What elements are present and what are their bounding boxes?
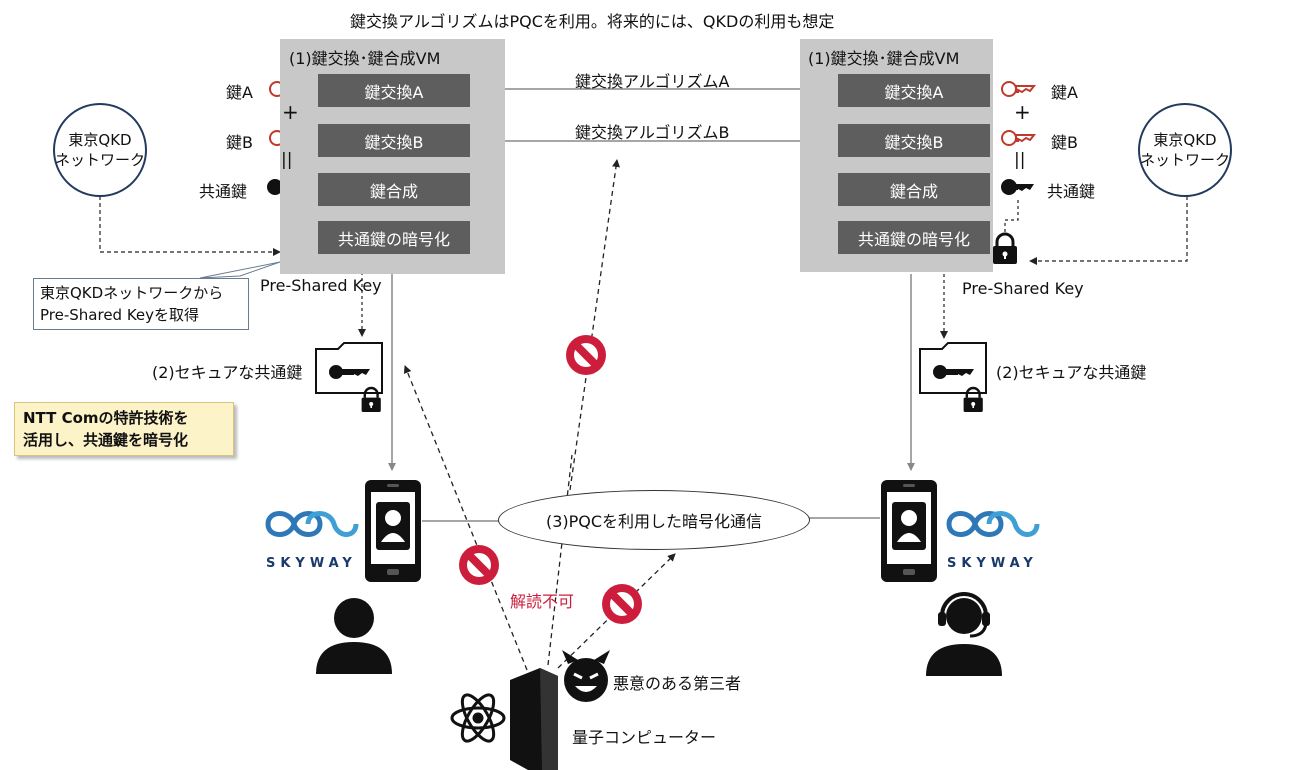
- secure-key-label-right: (2)セキュアな共通鍵: [996, 363, 1147, 382]
- step-encrypt-common-key-left: 共通鍵の暗号化: [318, 221, 470, 254]
- equals-sign-right: ||: [1014, 150, 1026, 170]
- phone-icon-left: [365, 480, 421, 582]
- qkd-network-node-right: 東京QKD ネットワーク: [1138, 103, 1232, 197]
- attack-arrow-top: [569, 159, 620, 491]
- key-a-icon-right: [1001, 81, 1035, 97]
- callout-line2: Pre-Shared Keyを取得: [40, 306, 200, 324]
- skyway-logo-right: [949, 514, 1037, 535]
- phone-icon-right: [881, 480, 937, 582]
- key-b-label-right: 鍵B: [1051, 133, 1078, 152]
- psk-label-left: Pre-Shared Key: [260, 276, 382, 295]
- encrypted-communication-ellipse: (3)PQCを利用した暗号化通信: [498, 490, 810, 550]
- step-key-exchange-b-left: 鍵交換B: [318, 124, 470, 157]
- common-key-label-left: 共通鍵: [199, 182, 248, 201]
- step-key-combine-right: 鍵合成: [838, 173, 990, 206]
- algorithm-a-label: 鍵交換アルゴリズムA: [575, 72, 730, 91]
- header-title: 鍵交換アルゴリズムはPQCを利用。将来的には、QKDの利用も想定: [350, 12, 835, 31]
- key-a-label-right: 鍵A: [1051, 83, 1078, 102]
- psk-label-right: Pre-Shared Key: [962, 279, 1084, 298]
- prohibit-icon-left: [459, 545, 499, 585]
- vm-title-left: (1)鍵交換･鍵合成VM: [289, 49, 441, 68]
- qkd-line2-left: ネットワーク: [55, 151, 146, 169]
- key-b-icon-right: [1001, 130, 1035, 146]
- patent-note: NTT Comの特許技術を 活用し、共通鍵を暗号化: [14, 402, 234, 456]
- secure-key-folder-icon-left: [315, 342, 383, 394]
- step-key-combine-left: 鍵合成: [318, 173, 470, 206]
- cannot-decrypt-label: 解読不可: [510, 592, 575, 611]
- step-key-exchange-a-right: 鍵交換A: [838, 74, 990, 107]
- secure-key-label-left: (2)セキュアな共通鍵: [152, 363, 303, 382]
- common-key-label-right: 共通鍵: [1047, 182, 1096, 201]
- user-person-icon: [316, 598, 392, 674]
- qkd-line1-right: 東京QKD: [1153, 131, 1217, 149]
- comm-label: (3)PQCを利用した暗号化通信: [545, 512, 763, 531]
- algorithm-b-label: 鍵交換アルゴリズムB: [575, 123, 730, 142]
- qkd-line1-left: 東京QKD: [68, 131, 132, 149]
- vm-title-right: (1)鍵交換･鍵合成VM: [808, 49, 960, 68]
- operator-headset-icon: [924, 592, 1004, 678]
- common-key-icon-right: [1001, 179, 1034, 195]
- step-key-exchange-b-right: 鍵交換B: [838, 124, 990, 157]
- qkd-callout: 東京QKDネットワークから Pre-Shared Keyを取得: [33, 278, 249, 330]
- qkd-left-link: [99, 196, 281, 256]
- qkd-right-link: [1029, 196, 1188, 265]
- qkd-network-node-left: 東京QKD ネットワーク: [53, 103, 147, 197]
- devil-face-icon: [562, 650, 610, 702]
- quantum-computer-label: 量子コンピューター: [572, 728, 717, 747]
- step-encrypt-common-key-right: 共通鍵の暗号化: [838, 221, 990, 254]
- prohibit-icon-top: [566, 335, 606, 375]
- attacker-label: 悪意のある第三者: [613, 674, 742, 693]
- step-key-exchange-a-left: 鍵交換A: [318, 74, 470, 107]
- plus-sign-right: +: [1014, 100, 1031, 124]
- attack-arrow-left: [403, 365, 528, 671]
- secure-key-folder-icon-right: [919, 342, 987, 394]
- padlock-icon-right: [991, 232, 1019, 266]
- quantum-computer-icon: [510, 668, 558, 770]
- note-line1: NTT Comの特許技術を: [23, 409, 189, 427]
- key-b-label-left: 鍵B: [226, 133, 253, 152]
- callout-line1: 東京QKDネットワークから: [40, 284, 224, 302]
- equals-sign-left: ||: [281, 150, 293, 170]
- skyway-text-right: SKYWAY: [947, 556, 1038, 571]
- atom-icon: [450, 693, 506, 743]
- qkd-line2-right: ネットワーク: [1140, 151, 1231, 169]
- attack-arrow-center: [547, 454, 573, 666]
- plus-sign-left: +: [282, 100, 299, 124]
- common-key-to-lock-right: [1004, 200, 1019, 234]
- skyway-text-left: SKYWAY: [266, 556, 357, 571]
- skyway-logo-left: [268, 514, 356, 535]
- key-a-label-left: 鍵A: [226, 83, 253, 102]
- prohibit-icon-right: [602, 584, 642, 624]
- note-line2: 活用し、共通鍵を暗号化: [23, 431, 189, 449]
